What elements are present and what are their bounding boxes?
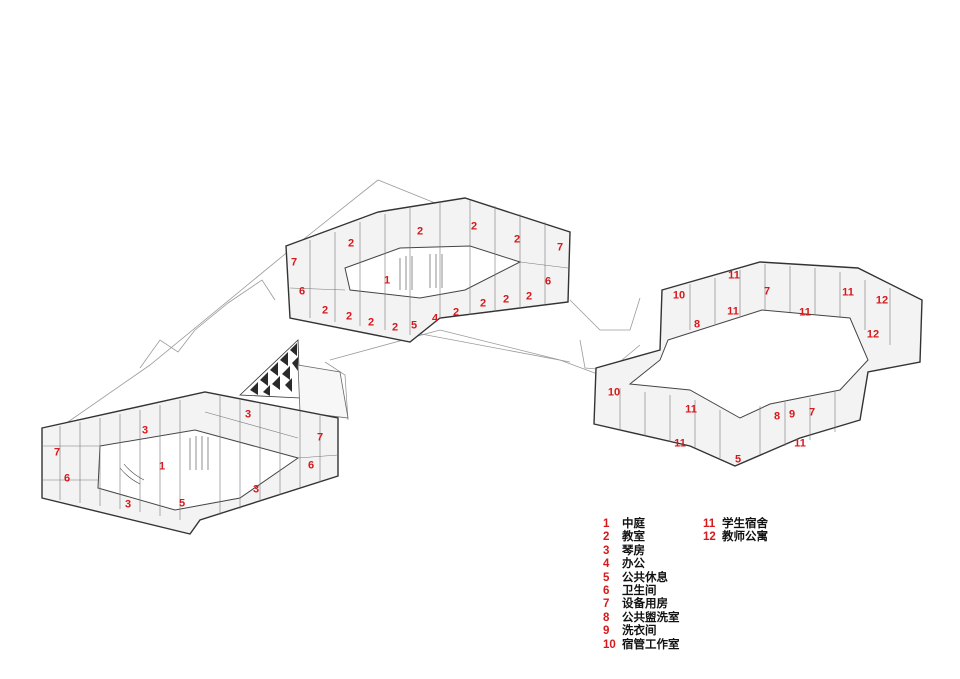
legend-item: 10 宿管工作室: [603, 639, 680, 652]
triangle-pattern: [239, 339, 301, 399]
legend-number: 9: [603, 625, 610, 638]
legend-text: 中庭: [622, 518, 645, 530]
legend-number: 6: [603, 584, 610, 597]
label-equipment: 7: [763, 285, 771, 298]
legend-number: 3: [603, 544, 610, 557]
label-classroom: 2: [513, 233, 521, 246]
label-student-dorm: 11: [794, 437, 806, 450]
legend-item: 3 琴房: [603, 545, 680, 558]
legend-text: 教室: [622, 531, 645, 544]
legend-number: 7: [603, 598, 610, 611]
label-toilet: 6: [298, 285, 306, 298]
label-classroom: 2: [347, 237, 355, 250]
legend-text: 公共休息: [622, 571, 668, 584]
building-left: [41, 391, 339, 535]
label-equipment: 7: [808, 406, 816, 419]
legend-number: 1: [603, 518, 610, 530]
label-office: 4: [431, 312, 439, 325]
legend-text: 宿管工作室: [622, 638, 680, 651]
legend-number: 2: [603, 531, 610, 544]
legend-text: 公共盥洗室: [622, 611, 680, 624]
label-classroom: 2: [502, 293, 510, 306]
label-classroom: 2: [391, 321, 399, 334]
legend-item: 11 学生宿舍: [703, 518, 768, 531]
label-laundry: 9: [788, 408, 796, 421]
label-classroom: 2: [345, 310, 353, 323]
legend-item: 7 设备用房: [603, 598, 680, 611]
legend-item: 2 教室: [603, 531, 680, 544]
label-lounge: 5: [410, 319, 418, 332]
legend-number: 11: [703, 518, 716, 530]
label-classroom: 2: [525, 290, 533, 303]
label-classroom: 2: [470, 220, 478, 233]
label-washroom: 8: [773, 410, 781, 423]
label-lounge: 5: [734, 453, 742, 466]
legend-text: 学生宿舍: [722, 518, 768, 530]
label-piano-room: 3: [124, 498, 132, 511]
legend-item: 4 办公: [603, 558, 680, 571]
legend-text: 教师公寓: [722, 531, 768, 544]
label-classroom: 2: [452, 306, 460, 319]
label-toilet: 6: [307, 459, 315, 472]
label-toilet: 6: [63, 472, 71, 485]
label-equipment: 7: [290, 256, 298, 269]
label-courtyard: 1: [383, 274, 391, 287]
legend-number: 5: [603, 571, 610, 584]
legend-text: 洗衣间: [622, 625, 657, 638]
legend-number: 4: [603, 558, 610, 571]
label-classroom: 2: [479, 297, 487, 310]
label-dorm-mgmt: 10: [672, 289, 686, 302]
label-teacher-apt: 12: [866, 328, 880, 341]
legend-number: 8: [603, 611, 610, 624]
legend-item: 8 公共盥洗室: [603, 612, 680, 625]
building-middle: [285, 197, 571, 343]
label-dorm-mgmt: 10: [607, 386, 621, 399]
label-equipment: 7: [53, 446, 61, 459]
legend-item: 6 卫生间: [603, 585, 680, 598]
label-student-dorm: 11: [799, 306, 811, 319]
label-student-dorm: 11: [727, 305, 739, 318]
legend-item: 9 洗衣间: [603, 625, 680, 638]
label-student-dorm: 11: [674, 437, 686, 450]
label-piano-room: 3: [141, 424, 149, 437]
label-lounge: 5: [178, 497, 186, 510]
label-student-dorm: 11: [685, 403, 697, 416]
label-piano-room: 3: [244, 408, 252, 421]
label-student-dorm: 11: [728, 269, 740, 282]
label-washroom: 8: [693, 318, 701, 331]
label-toilet: 6: [544, 275, 552, 288]
legend-item: 5 公共休息: [603, 572, 680, 585]
label-student-dorm: 11: [842, 286, 854, 299]
label-classroom: 2: [367, 316, 375, 329]
label-teacher-apt: 12: [875, 294, 889, 307]
legend-column-2: 11 学生宿舍 12 教师公寓: [703, 518, 768, 545]
label-piano-room: 3: [252, 483, 260, 496]
legend-number: 12: [703, 531, 716, 544]
legend-text: 卫生间: [622, 584, 657, 597]
label-classroom: 2: [321, 304, 329, 317]
legend-text: 琴房: [622, 544, 645, 557]
legend-item: 12 教师公寓: [703, 531, 768, 544]
label-equipment: 7: [556, 241, 564, 254]
label-classroom: 2: [416, 225, 424, 238]
legend-number: 10: [603, 638, 616, 651]
label-equipment: 7: [316, 431, 324, 444]
building-right: [593, 261, 923, 467]
legend-text: 办公: [622, 558, 645, 571]
legend-text: 设备用房: [622, 598, 668, 611]
label-courtyard: 1: [158, 460, 166, 473]
bridge-connector: [297, 364, 349, 419]
legend-item: 1 中庭: [603, 518, 680, 531]
